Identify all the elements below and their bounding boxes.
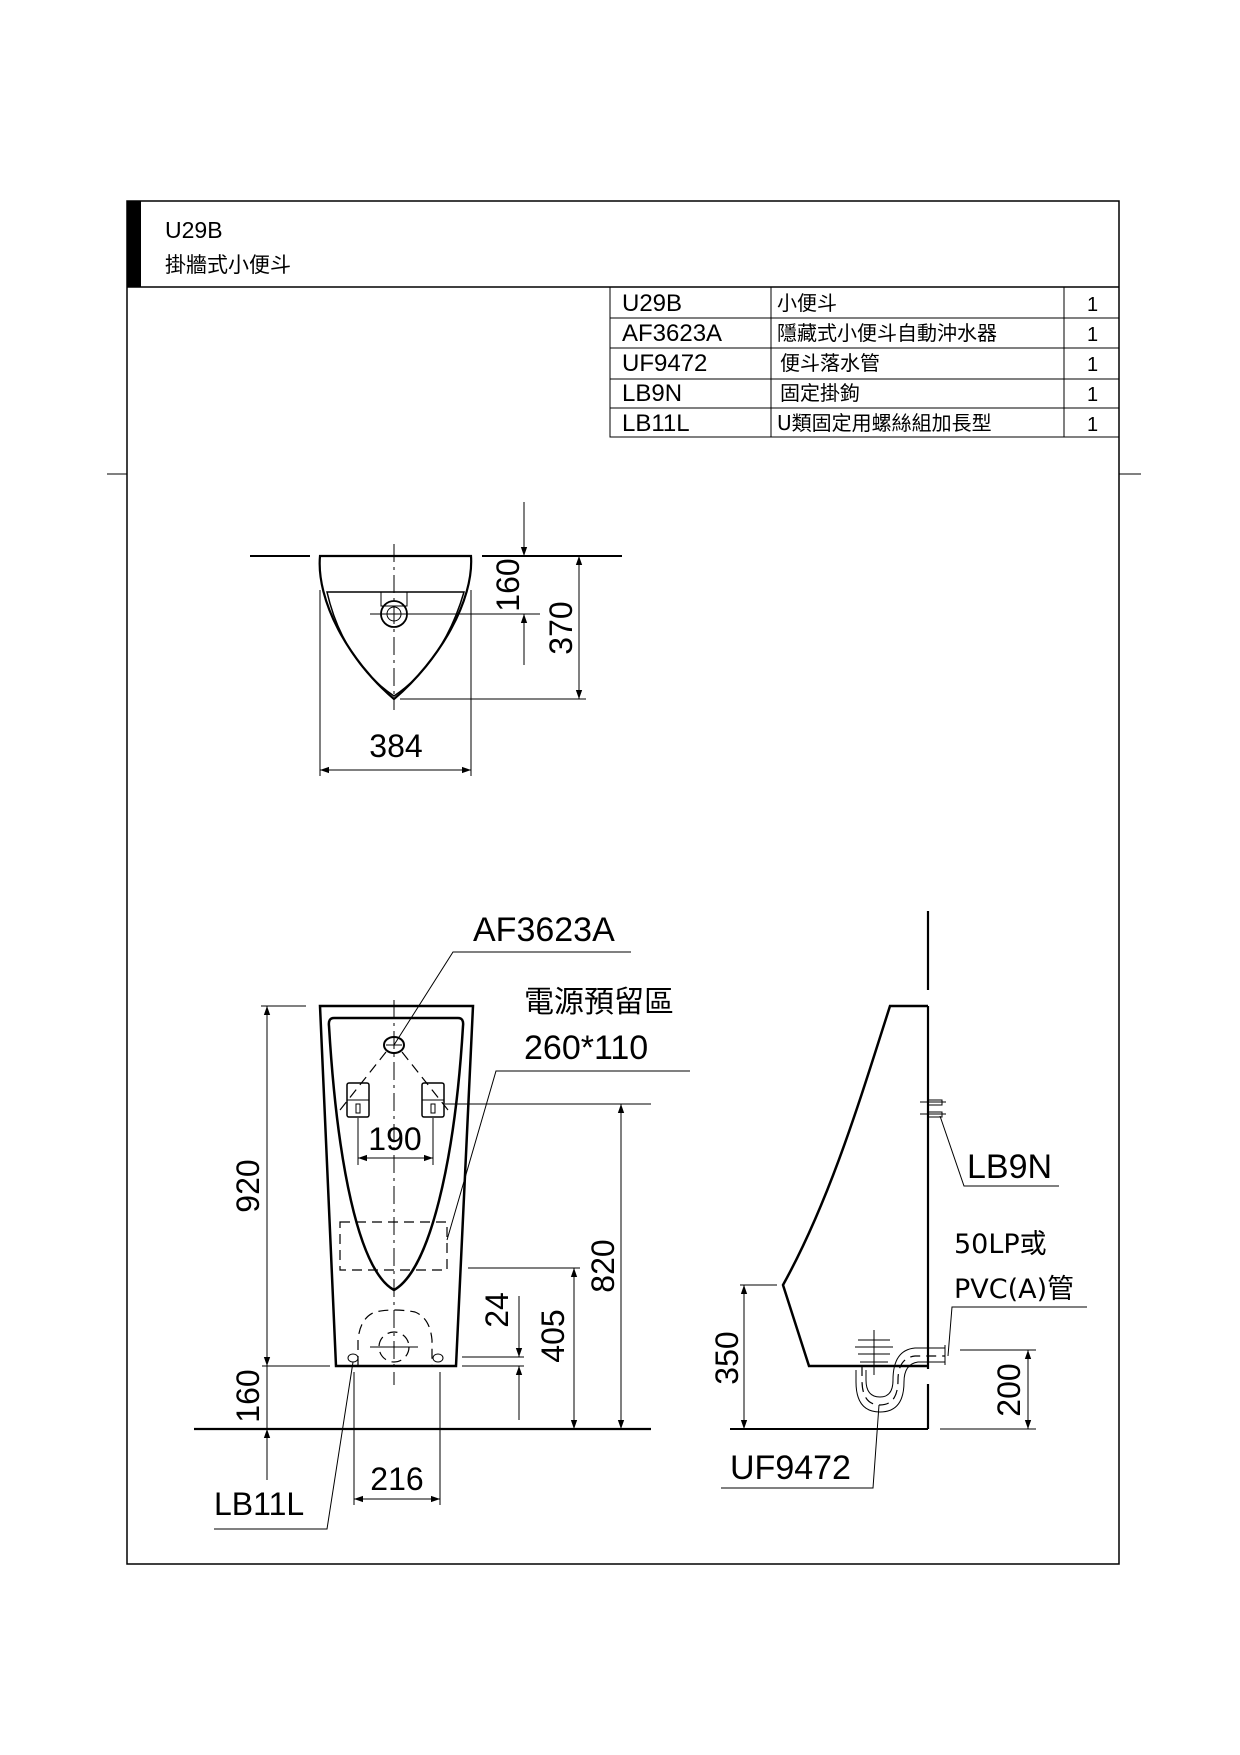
sensor-icon	[383, 1036, 405, 1054]
table-cell: 1	[1087, 414, 1098, 436]
table-cell: 1	[1087, 384, 1098, 406]
dim-depth: 370	[543, 601, 579, 654]
dim-bottom-height: 160	[230, 1369, 266, 1422]
bracket-right	[421, 1082, 445, 1118]
model-subtitle: 掛牆式小便斗	[165, 253, 291, 277]
table-cell: 1	[1087, 324, 1098, 346]
dim-outlet-height: 200	[991, 1363, 1027, 1416]
table-cell: LB9N	[622, 380, 682, 407]
parts-table: U29B 小便斗 1 AF3623A 隱藏式小便斗自動沖水器 1 UF9472 …	[609, 286, 1120, 438]
table-cell: 1	[1087, 294, 1098, 316]
hook-lb9n	[920, 1099, 946, 1118]
top-view: 160 370 384	[250, 502, 622, 776]
power-reserve-area	[339, 1221, 448, 1271]
label-hook: LB9N	[967, 1148, 1052, 1186]
model-title: U29B	[165, 217, 223, 243]
dim-drain-depth: 160	[490, 558, 526, 611]
trap-uf9472	[855, 1330, 946, 1413]
label-pipe-material: PVC(A)管	[954, 1274, 1074, 1305]
dim-height: 920	[230, 1159, 266, 1212]
dim-screw-offset: 24	[479, 1292, 515, 1328]
table-row: LB9N 固定掛鉤 1	[622, 380, 1098, 407]
dim-power-height: 405	[535, 1309, 571, 1362]
table-cell: 便斗落水管	[780, 351, 880, 375]
table-cell: 固定掛鉤	[780, 381, 860, 405]
label-trap: UF9472	[730, 1449, 851, 1487]
dim-screw-span: 216	[370, 1461, 423, 1497]
label-power-area: 電源預留區	[524, 985, 674, 1020]
title-block: U29B 掛牆式小便斗	[107, 200, 1141, 1565]
table-cell: LB11L	[622, 410, 690, 437]
table-cell: 隱藏式小便斗自動沖水器	[777, 321, 997, 345]
table-row: U29B 小便斗 1	[622, 290, 1098, 317]
front-view: 920 160 190 216 820 405 24 AF3623A 電源預留區	[194, 911, 690, 1530]
table-row: AF3623A 隱藏式小便斗自動沖水器 1	[622, 320, 1098, 347]
side-view: 350 200 LB9N 50LP或 PVC(A)管 UF9472	[709, 911, 1087, 1489]
label-screw: LB11L	[214, 1486, 304, 1522]
dim-bracket-span: 190	[368, 1121, 421, 1157]
table-cell: AF3623A	[622, 320, 722, 347]
header-bar	[127, 201, 141, 287]
table-cell: U29B	[622, 290, 682, 317]
table-cell: 1	[1087, 354, 1098, 376]
table-cell: UF9472	[622, 350, 707, 377]
label-power-size: 260*110	[524, 1029, 648, 1067]
dim-bracket-height: 820	[585, 1239, 621, 1292]
table-cell: U類固定用螺絲組加長型	[777, 411, 992, 435]
label-sensor: AF3623A	[473, 911, 615, 949]
table-row: UF9472 便斗落水管 1	[622, 350, 1098, 377]
dim-lip-height: 350	[709, 1331, 745, 1384]
label-pipe-type: 50LP或	[954, 1229, 1047, 1260]
table-row: LB11L U類固定用螺絲組加長型 1	[622, 410, 1098, 437]
table-cell: 小便斗	[777, 291, 837, 315]
dim-width: 384	[369, 728, 422, 764]
bracket-left	[346, 1082, 370, 1118]
